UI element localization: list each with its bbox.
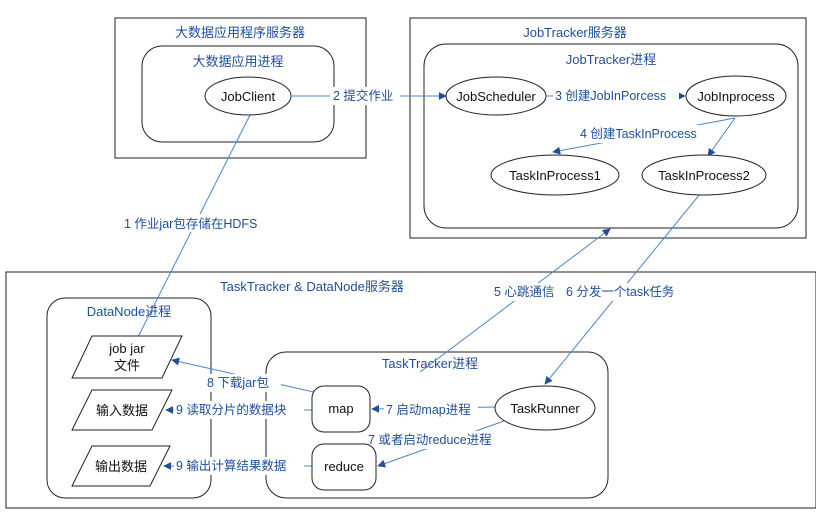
node-reduce: reduce (311, 443, 377, 491)
bigdata-server-title: 大数据应用程序服务器 (175, 25, 305, 40)
jobtracker-process-title: JobTracker进程 (566, 52, 657, 67)
tasktracker-server-title: TaskTracker & DataNode服务器 (220, 279, 404, 294)
node-output-data: 输出数据 (71, 445, 171, 487)
node-taskinprocess2-label: TaskInProcess2 (658, 168, 750, 183)
edge-6-label: 6 分发一个task任务 (566, 284, 674, 299)
bigdata-process-title: 大数据应用进程 (192, 54, 283, 69)
node-job-jar-file: job jar 文件 (71, 335, 183, 379)
node-taskinprocess1: TaskInProcess1 (490, 154, 620, 196)
node-map-label: map (328, 401, 353, 416)
node-job-jar-line1: job jar (108, 341, 145, 356)
node-input-data: 输入数据 (71, 389, 173, 431)
edge-4-label: 4 创建TaskInProcess (580, 127, 697, 141)
edge-8-label: 8 下载jar包 (207, 376, 269, 390)
node-jobclient: JobClient (204, 76, 292, 116)
node-output-data-label: 输出数据 (95, 459, 147, 474)
node-jobinprocess: JobInprocess (685, 75, 787, 117)
tasktracker-process-title: TaskTracker进程 (382, 356, 478, 371)
edge-3-label: 3 创建JobInPorcess (555, 89, 666, 103)
edge-2-label: 2 提交作业 (333, 88, 393, 103)
node-jobclient-label: JobClient (221, 89, 276, 104)
node-jobscheduler: JobScheduler (445, 76, 547, 116)
node-taskinprocess1-label: TaskInProcess1 (509, 168, 601, 183)
node-reduce-label: reduce (324, 459, 364, 474)
node-input-data-label: 输入数据 (96, 403, 148, 418)
node-jobscheduler-label: JobScheduler (456, 89, 536, 104)
edge-1-label: 1 作业jar包存储在HDFS (124, 216, 257, 231)
node-jobinprocess-label: JobInprocess (697, 89, 775, 104)
edge-7b-label: 7 或者启动reduce进程 (368, 432, 492, 447)
edge-4b (707, 117, 736, 157)
node-job-jar-line2: 文件 (114, 358, 140, 373)
node-taskinprocess2: TaskInProcess2 (641, 154, 767, 196)
node-map: map (311, 385, 371, 433)
edge-7a-label: 7 启动map进程 (386, 402, 471, 417)
edge-9b-label: 9 输出计算结果数据 (176, 458, 286, 473)
datanode-process-title: DataNode进程 (87, 304, 172, 319)
node-taskrunner-label: TaskRunner (510, 401, 580, 416)
edge-5-label: 5 心跳通信 (494, 285, 554, 299)
jobtracker-server-title: JobTracker服务器 (523, 25, 627, 40)
edge-9a-label: 9 读取分片的数据块 (176, 402, 287, 417)
node-taskrunner: TaskRunner (494, 385, 596, 431)
